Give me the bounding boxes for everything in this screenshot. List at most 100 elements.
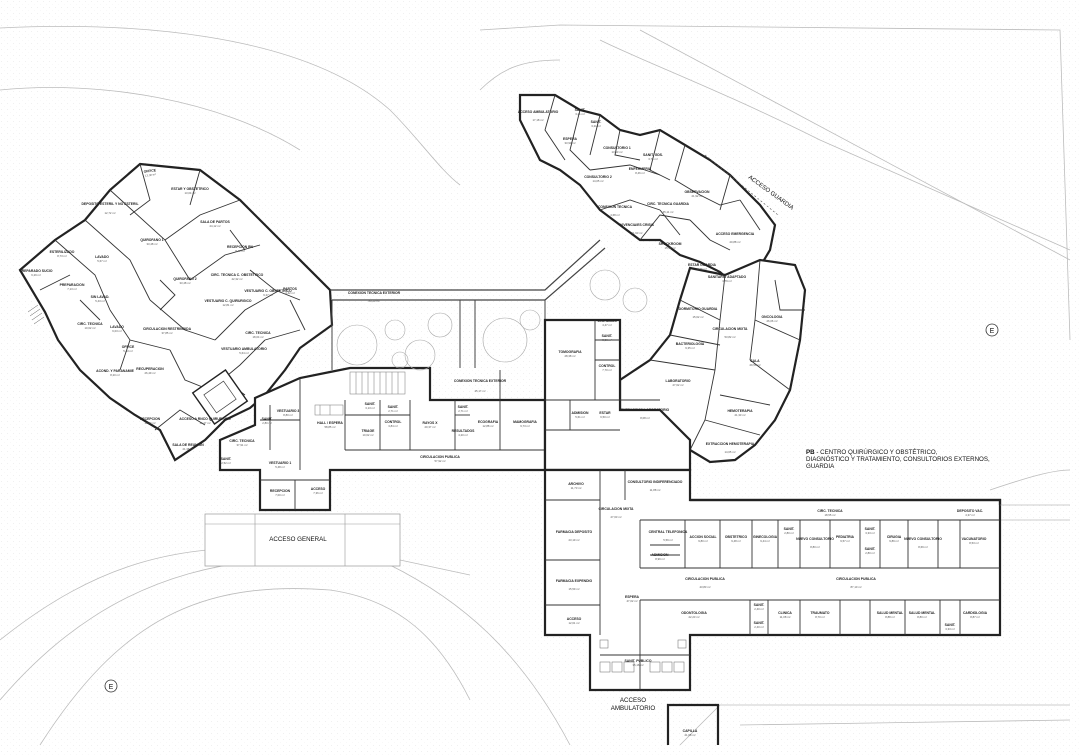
room-label: SANIT.3,33 m² (945, 623, 956, 631)
room-label: SANIT.2,71 m² (458, 405, 469, 413)
svg-text:15,91 m²: 15,91 m² (664, 246, 675, 250)
svg-text:VACUNATORIO: VACUNATORIO (962, 537, 987, 541)
svg-text:3,79 m²: 3,79 m² (722, 279, 732, 283)
ambulatorio-access-label-1: ACCESO (620, 697, 646, 704)
svg-text:8,80 m²: 8,80 m² (283, 413, 293, 417)
svg-text:SALUD MENTAL: SALUD MENTAL (909, 611, 936, 615)
svg-text:7,00 m²: 7,00 m² (275, 493, 285, 497)
svg-text:11,88 m²: 11,88 m² (650, 488, 661, 492)
section-marker: E (985, 323, 999, 337)
svg-text:18,55 m²: 18,55 m² (824, 513, 835, 517)
svg-text:8,08 m²: 8,08 m² (640, 416, 650, 420)
plan-title-code: PB (806, 449, 815, 456)
svg-text:EXTRACCION LABORATORIO: EXTRACCION LABORATORIO (621, 408, 670, 412)
svg-text:FARMACIA EXPENDIO: FARMACIA EXPENDIO (556, 579, 593, 583)
room-label: SIN LAVAD.5,43 m² (91, 295, 110, 303)
svg-text:ACCESO AMBULATORIO: ACCESO AMBULATORIO (518, 110, 559, 114)
svg-text:9,73 m²: 9,73 m² (520, 424, 530, 428)
svg-text:37,91 m²: 37,91 m² (236, 443, 247, 447)
plan-title-line2: DIAGNÓSTICO Y TRATAMIENTO, CONSULTORIOS … (806, 456, 990, 463)
svg-text:ESTERILIZADO: ESTERILIZADO (50, 250, 75, 254)
svg-text:12,88 m²: 12,88 m² (482, 424, 493, 428)
svg-text:OFFICE: OFFICE (143, 168, 157, 174)
svg-text:CIRCULACION RESTRINGIDA: CIRCULACION RESTRINGIDA (143, 327, 192, 331)
svg-text:ESTAR GUARDIA: ESTAR GUARDIA (688, 263, 717, 267)
technical-connection (330, 239, 648, 395)
svg-text:PARTOS: PARTOS (283, 287, 298, 291)
svg-text:9,80 m²: 9,80 m² (698, 539, 708, 543)
svg-text:21,38 m²: 21,38 m² (182, 447, 193, 451)
svg-text:3,84 m²: 3,84 m² (388, 424, 398, 428)
plan-title-text: - CENTRO QUIRÚRGICO Y OBSTÉTRICO, (815, 449, 938, 456)
svg-text:89,20 m²: 89,20 m² (368, 299, 379, 303)
svg-text:24,12 m²: 24,12 m² (209, 224, 220, 228)
svg-text:TOMOGRAFIA: TOMOGRAFIA (558, 350, 582, 354)
svg-text:CIRCULACION PUBLICA: CIRCULACION PUBLICA (685, 577, 725, 581)
svg-text:42,32 m²: 42,32 m² (231, 277, 242, 281)
svg-text:27,63 m²: 27,63 m² (610, 515, 621, 519)
svg-text:3,33 m²: 3,33 m² (945, 627, 955, 631)
svg-text:23,19 m²: 23,19 m² (568, 538, 579, 542)
svg-text:17,18 m²: 17,18 m² (532, 118, 543, 122)
svg-text:35,11 m²: 35,11 m² (663, 210, 674, 214)
svg-text:57,92 m²: 57,92 m² (434, 459, 445, 463)
svg-text:OBSERVACION: OBSERVACION (685, 190, 710, 194)
svg-text:18,04 m²: 18,04 m² (252, 335, 263, 339)
svg-text:QUIROFANO 1: QUIROFANO 1 (140, 238, 163, 242)
svg-text:2,71 m²: 2,71 m² (458, 409, 468, 413)
svg-text:8,53 m²: 8,53 m² (969, 541, 979, 545)
svg-text:2,71 m²: 2,71 m² (388, 409, 398, 413)
svg-text:VESTUARIO: VESTUARIO (597, 319, 617, 323)
svg-text:2,40 m²: 2,40 m² (754, 607, 764, 611)
svg-text:9,48 m²: 9,48 m² (731, 539, 741, 543)
room-label: CONSULTORIO 113,93 m² (603, 146, 631, 154)
svg-text:7,36 m²: 7,36 m² (313, 491, 323, 495)
svg-text:8,87 m²: 8,87 m² (970, 615, 980, 619)
room-label: SANIT.2,40 m² (754, 603, 765, 611)
svg-text:2,80 m²: 2,80 m² (865, 551, 875, 555)
svg-text:LABORATORIO: LABORATORIO (666, 379, 691, 383)
svg-text:SANIT.: SANIT. (575, 108, 586, 112)
svg-text:SANIT.: SANIT. (784, 527, 795, 531)
svg-text:37,85 m²: 37,85 m² (161, 331, 172, 335)
room-label: SANIT.3,21 m² (591, 120, 602, 128)
svg-text:CLINICA: CLINICA (778, 611, 792, 615)
svg-text:SANIT.: SANIT. (865, 547, 876, 551)
svg-text:E: E (109, 684, 114, 691)
svg-text:5,64 m²: 5,64 m² (239, 351, 249, 355)
svg-text:3,75 m²: 3,75 m² (648, 157, 658, 161)
room-label: FARMACIA EXPENDIO 15,59 m² (556, 579, 593, 591)
svg-text:SANIT.: SANIT. (262, 417, 273, 421)
svg-text:14,65 m²: 14,65 m² (724, 450, 735, 454)
svg-text:3,06 m²: 3,06 m² (602, 338, 612, 342)
svg-text:15,59 m²: 15,59 m² (568, 587, 579, 591)
svg-text:ACCESO: ACCESO (567, 617, 582, 621)
